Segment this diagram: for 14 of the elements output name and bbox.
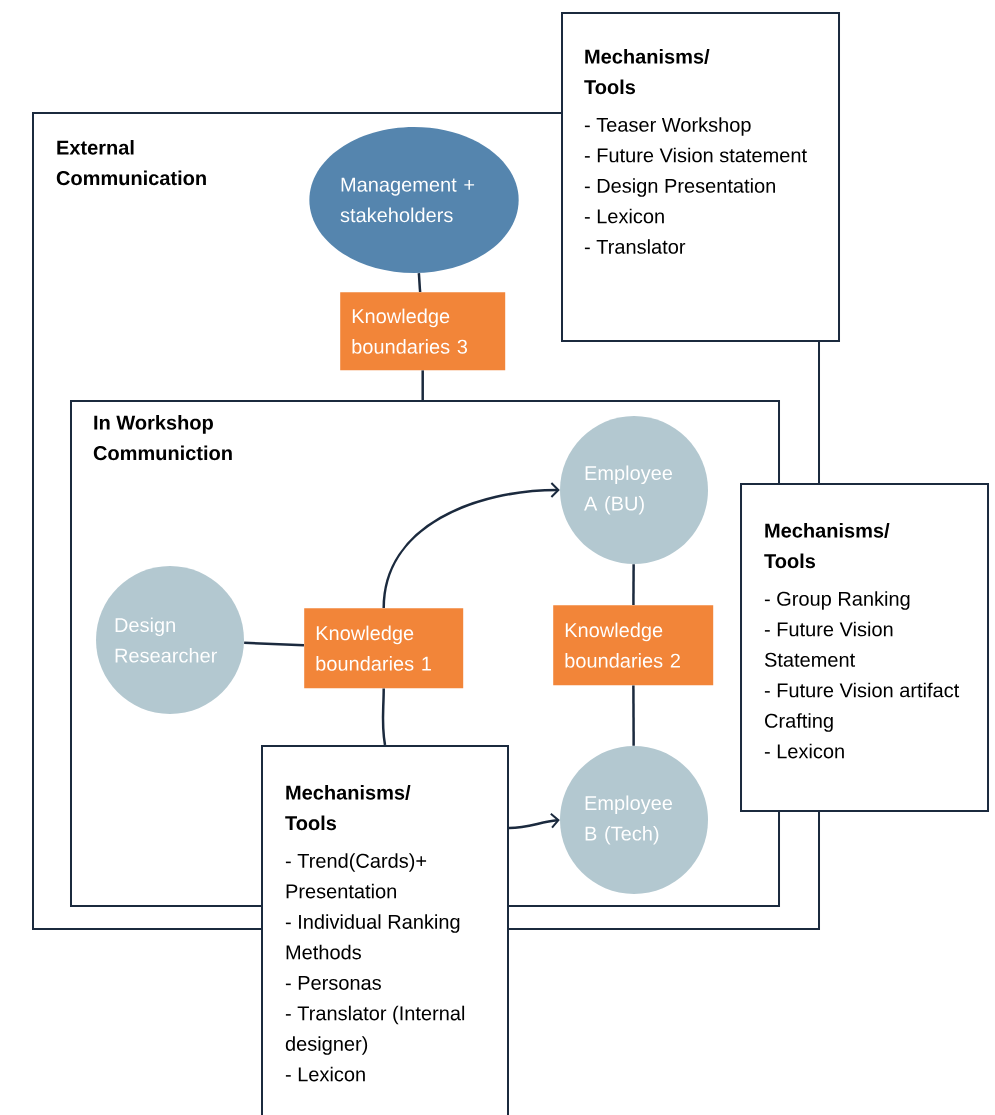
boundary-box: Knowledge boundaries 1 <box>304 608 464 689</box>
connector-line <box>632 685 635 746</box>
tools-box: Mechanisms/ Tools - Group Ranking - Future Vision Statement - Future Vision artifact Crafting - Lexicon <box>740 483 989 812</box>
connector-line <box>381 688 387 746</box>
arrow <box>382 482 560 609</box>
connector-line <box>632 564 635 605</box>
tools-box: Mechanisms/ Tools - Teaser Workshop - Future Vision statement - Design Presentation - Lexicon - Translator <box>561 12 840 342</box>
boundary-box: Knowledge boundaries 3 <box>340 292 506 371</box>
connector-line <box>417 273 422 293</box>
connector-line <box>421 370 424 400</box>
connector-line <box>244 641 305 647</box>
boundary-box: Knowledge boundaries 2 <box>553 605 714 686</box>
arrow <box>508 812 560 830</box>
tools-box: Mechanisms/ Tools - Trend(Cards)+ Presentation - Individual Ranking Methods - Personas - Translator (Internal designer) - Lexicon <box>261 745 509 1115</box>
